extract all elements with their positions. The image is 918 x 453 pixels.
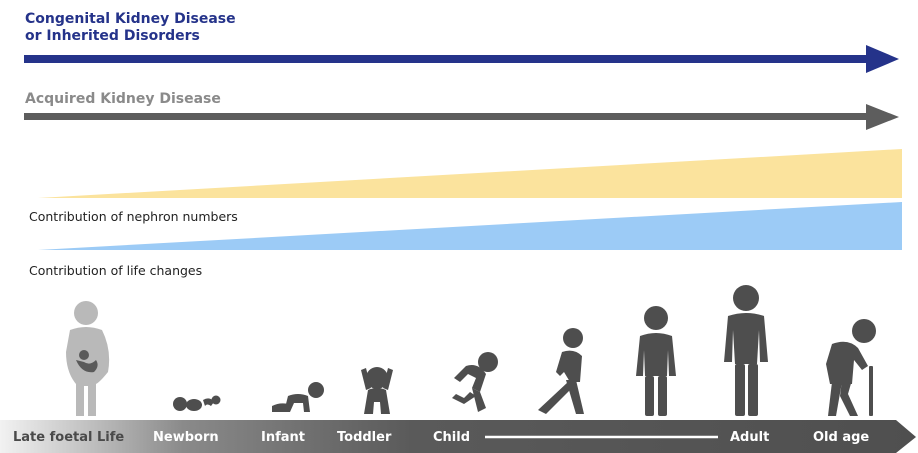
stage-late-foetal-life: Late foetal Life: [13, 430, 125, 445]
nephron-wedge: [38, 149, 902, 198]
stage-adult: Adult: [730, 430, 770, 445]
newborn-icon: [173, 395, 221, 411]
stage-child: Child: [433, 430, 471, 445]
child-icon: [452, 352, 498, 412]
acquired-title: Acquired Kidney Disease: [25, 91, 221, 107]
congenital-title: Congenital Kidney Disease or Inherited D…: [25, 11, 236, 45]
foetal-figure-icon: [66, 301, 110, 416]
infant-icon: [272, 382, 324, 412]
congenital-title-line1: Congenital Kidney Disease: [25, 11, 236, 27]
congenital-arrow: [24, 45, 899, 73]
teen-icon: [636, 306, 676, 416]
stage-newborn: Newborn: [153, 430, 219, 445]
stage-toddler: Toddler: [337, 430, 392, 445]
acquired-arrow: [24, 104, 899, 130]
adult-icon: [724, 285, 768, 416]
life-wedge: [38, 202, 902, 250]
timeline-bar: [0, 420, 916, 453]
stage-old-age: Old age: [813, 430, 870, 445]
life-contribution-label: Contribution of life changes: [29, 263, 203, 278]
stage-infant: Infant: [261, 430, 305, 445]
toddler-icon: [361, 367, 393, 414]
elder-icon: [826, 319, 876, 416]
nephron-contribution-label: Contribution of nephron numbers: [29, 209, 238, 224]
congenital-title-line2: or Inherited Disorders: [25, 28, 200, 44]
youth-icon: [538, 328, 584, 414]
